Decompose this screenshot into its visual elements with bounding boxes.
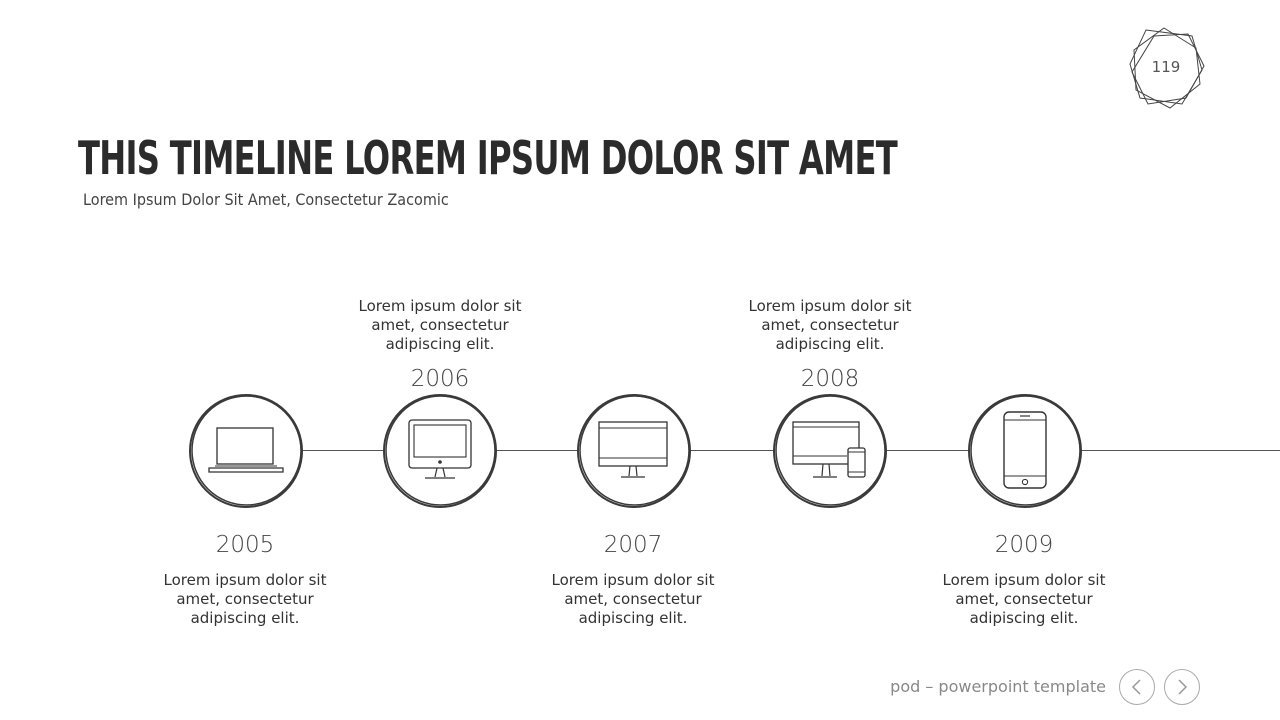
timeline-description: Lorem ipsum dolor sit amet, consectetur … bbox=[163, 571, 327, 627]
page-subtitle: Lorem Ipsum Dolor Sit Amet, Consectetur … bbox=[83, 190, 449, 209]
page-badge: 119 bbox=[1126, 26, 1206, 110]
timeline-description: Lorem ipsum dolor sit amet, consectetur … bbox=[551, 571, 715, 627]
chevron-left-icon bbox=[1131, 679, 1141, 695]
widescreen-monitor-icon bbox=[598, 421, 668, 478]
timeline-year: 2007 bbox=[603, 532, 663, 558]
timeline-description: Lorem ipsum dolor sit amet, consectetur … bbox=[942, 571, 1106, 627]
next-slide-button[interactable] bbox=[1164, 669, 1200, 705]
sketch-circle bbox=[773, 394, 887, 508]
smartphone-icon bbox=[1003, 411, 1047, 489]
geometric-hexagon-icon bbox=[1129, 27, 1205, 109]
monitor-and-phone-icon bbox=[792, 421, 866, 478]
sketch-circle bbox=[577, 394, 691, 508]
timeline-node-2007 bbox=[575, 392, 693, 510]
timeline-node-2005 bbox=[187, 392, 305, 510]
laptop-icon bbox=[208, 427, 284, 473]
sketch-circle bbox=[189, 394, 303, 508]
timeline-node-2006 bbox=[381, 392, 499, 510]
timeline-description: Lorem ipsum dolor sit amet, consectetur … bbox=[358, 297, 522, 353]
page-number: 119 bbox=[1151, 58, 1181, 76]
footer-template-label: pod – powerpoint template bbox=[890, 677, 1106, 696]
previous-slide-button[interactable] bbox=[1119, 669, 1155, 705]
timeline-description: Lorem ipsum dolor sit amet, consectetur … bbox=[748, 297, 912, 353]
monitor-icon bbox=[408, 419, 472, 479]
sketch-circle bbox=[968, 394, 1082, 508]
timeline-year: 2008 bbox=[800, 366, 860, 392]
timeline-year: 2006 bbox=[410, 366, 470, 392]
page-title: THIS TIMELINE LOREM IPSUM DOLOR SIT AMET bbox=[78, 131, 898, 185]
timeline-node-2009 bbox=[966, 392, 1084, 510]
timeline-year: 2005 bbox=[215, 532, 275, 558]
timeline-year: 2009 bbox=[994, 532, 1054, 558]
timeline-node-2008 bbox=[771, 392, 889, 510]
sketch-circle bbox=[383, 394, 497, 508]
chevron-right-icon bbox=[1178, 679, 1188, 695]
